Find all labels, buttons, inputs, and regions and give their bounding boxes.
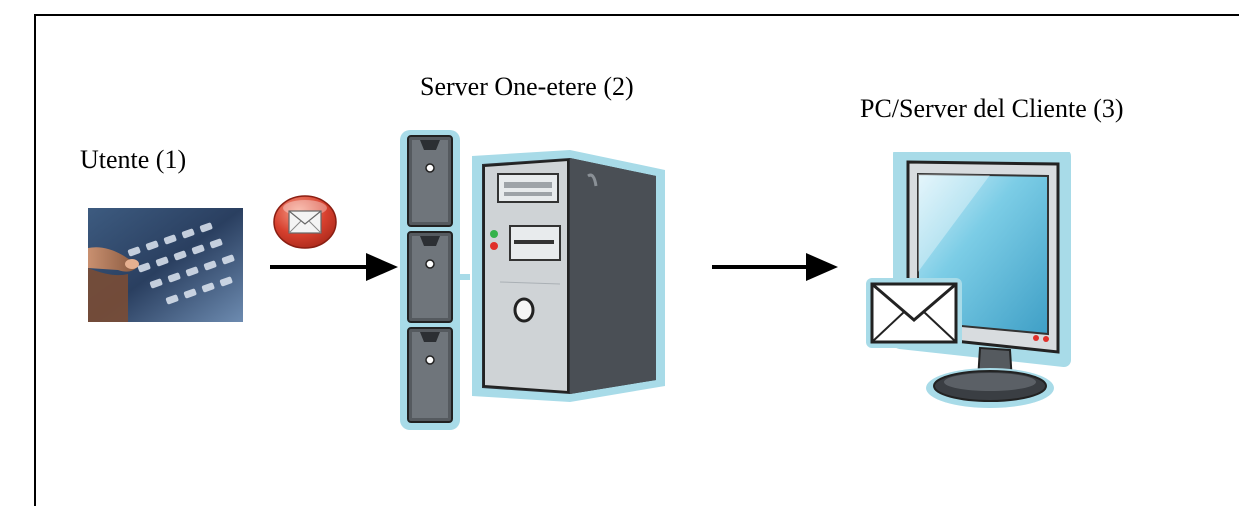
right-arrow-icon	[270, 253, 398, 281]
server-label: Server One-etere (2)	[420, 72, 634, 101]
right-arrow-icon	[712, 253, 838, 281]
monitor-with-envelope-icon	[866, 152, 1071, 408]
keyboard-typing-photo-icon	[88, 208, 243, 322]
client-label: PC/Server del Cliente (3)	[860, 94, 1124, 123]
pc-tower-icon	[472, 150, 665, 402]
user-label: Utente (1)	[80, 145, 187, 174]
diagram-frame	[34, 14, 1239, 506]
server-rack-icon	[400, 130, 470, 430]
envelope-badge-icon	[273, 195, 337, 249]
